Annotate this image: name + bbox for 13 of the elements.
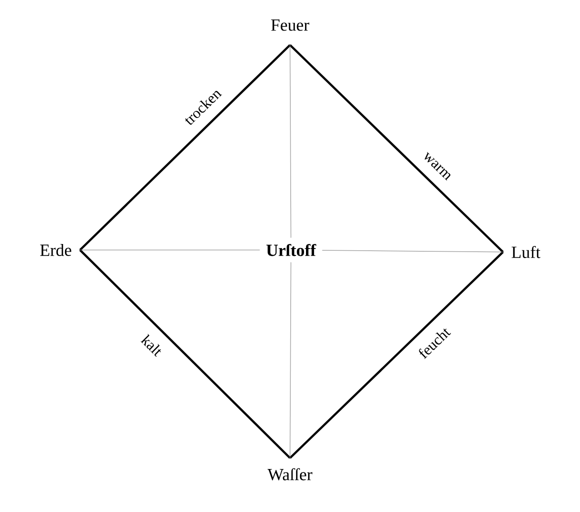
element-label: Erde: [40, 244, 72, 256]
line: [79, 44, 291, 251]
element-label: Urſtoff: [266, 244, 316, 256]
line: [289, 44, 504, 253]
edge-label: kalt: [140, 334, 161, 357]
element-label: Luft: [512, 246, 540, 258]
element-label: Feuer: [271, 20, 310, 31]
line: [79, 249, 291, 459]
line: [290, 262, 292, 458]
line: [289, 251, 504, 459]
line: [322, 250, 504, 252]
line: [290, 44, 292, 238]
element-label: Waſſer: [268, 468, 312, 480]
